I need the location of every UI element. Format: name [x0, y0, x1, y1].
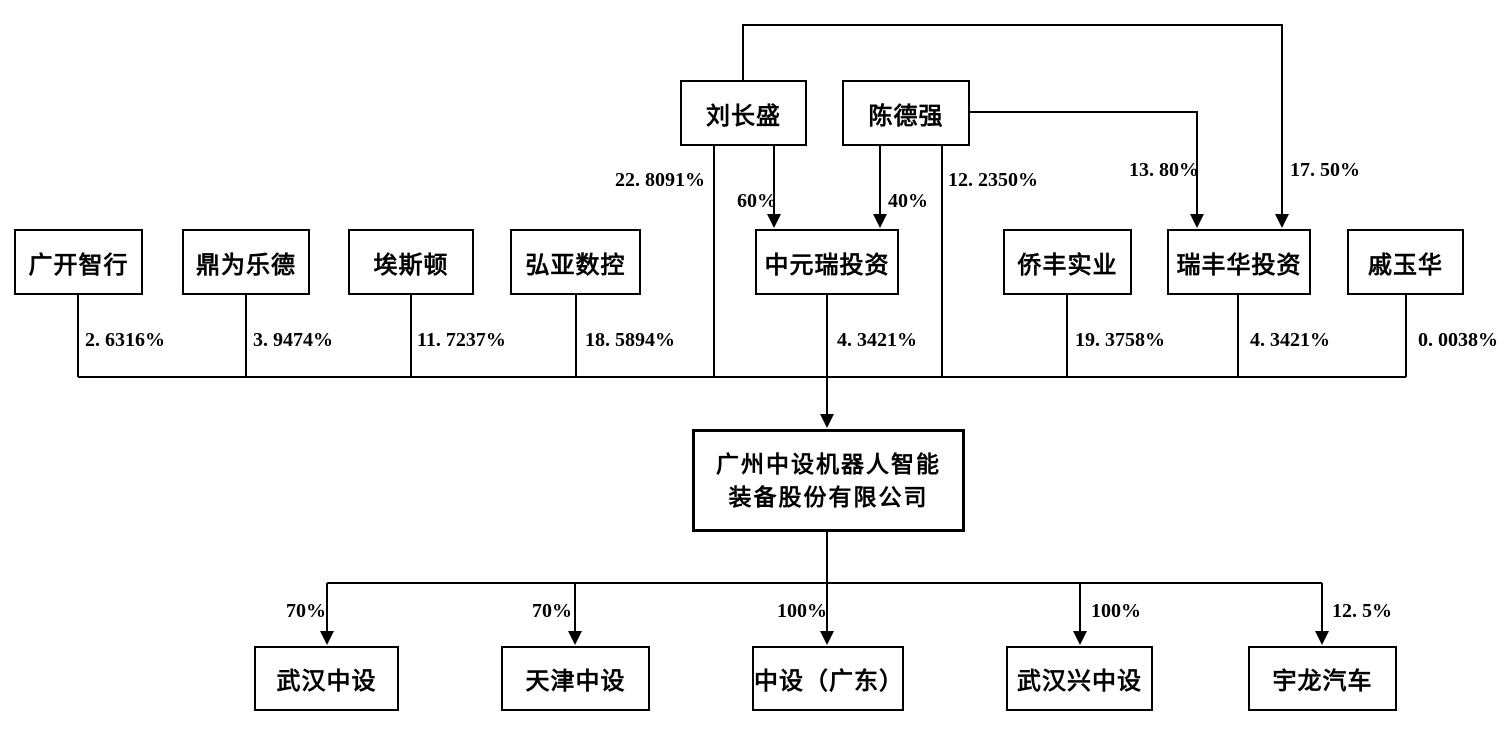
node-ruifenghua-investment: 瑞丰华投资: [1167, 229, 1311, 295]
stake-label-chen-to-zhongyuanrui: 40%: [888, 190, 928, 212]
connector-paths: [77, 24, 1407, 639]
node-wuhan-zhongshe: 武汉中设: [254, 646, 399, 711]
node-wuhan-xing-zhongshe: 武汉兴中设: [1006, 646, 1153, 711]
company-name-line1: 广州中设机器人智能: [716, 451, 941, 478]
node-tianjin-zhongshe: 天津中设: [501, 646, 650, 711]
node-aisidun: 埃斯顿: [348, 229, 474, 295]
stake-label-tianjin-zhongshe: 70%: [532, 600, 572, 622]
node-guangkai-zhixing: 广开智行: [14, 229, 143, 295]
stake-label-hongya-shukong: 18. 5894%: [585, 329, 675, 351]
stake-label-qi-yuhua: 0. 0038%: [1418, 329, 1498, 351]
stake-label-zhongshe-guangdong: 100%: [777, 600, 827, 622]
stake-label-wuhan-xing-zhongshe: 100%: [1091, 600, 1141, 622]
stake-label-wuhan-zhongshe: 70%: [286, 600, 326, 622]
company-name-line2: 装备股份有限公司: [728, 483, 929, 510]
node-company: 广州中设机器人智能 装备股份有限公司: [692, 429, 965, 532]
stake-label-liu-to-zhongyuanrui: 60%: [737, 190, 777, 212]
stake-label-qiaofeng-shiye: 19. 3758%: [1075, 329, 1165, 351]
node-dingwei-lede: 鼎为乐德: [182, 229, 310, 295]
stake-label-dingwei-lede: 3. 9474%: [253, 329, 333, 351]
stake-label-guangkai-zhixing: 2. 6316%: [85, 329, 165, 351]
node-qiaofeng-shiye: 侨丰实业: [1003, 229, 1132, 295]
stake-label-aisidun: 11. 7237%: [417, 329, 506, 351]
stake-label-liu-to-ruifenghua: 17. 50%: [1290, 159, 1360, 181]
stake-label-zhongyuanrui-investment: 4. 3421%: [837, 329, 917, 351]
node-yulong-qiche: 宇龙汽车: [1248, 646, 1397, 711]
node-qi-yuhua: 戚玉华: [1347, 229, 1464, 295]
arrowheads: [320, 214, 1329, 645]
node-hongya-shukong: 弘亚数控: [510, 229, 641, 295]
node-zhongshe-guangdong: 中设（广东）: [752, 646, 904, 711]
stake-label-chen-to-ruifenghua: 13. 80%: [1129, 159, 1199, 181]
node-liu-changsheng: 刘长盛: [680, 80, 807, 146]
stake-label-chen-to-company: 12. 2350%: [948, 169, 1038, 191]
stake-label-yulong-qiche: 12. 5%: [1332, 600, 1392, 622]
node-chen-deqiang: 陈德强: [842, 80, 970, 146]
node-zhongyuanrui-investment: 中元瑞投资: [755, 229, 899, 295]
stake-label-liu-to-company: 22. 8091%: [615, 169, 705, 191]
stake-label-ruifenghua-investment: 4. 3421%: [1250, 329, 1330, 351]
